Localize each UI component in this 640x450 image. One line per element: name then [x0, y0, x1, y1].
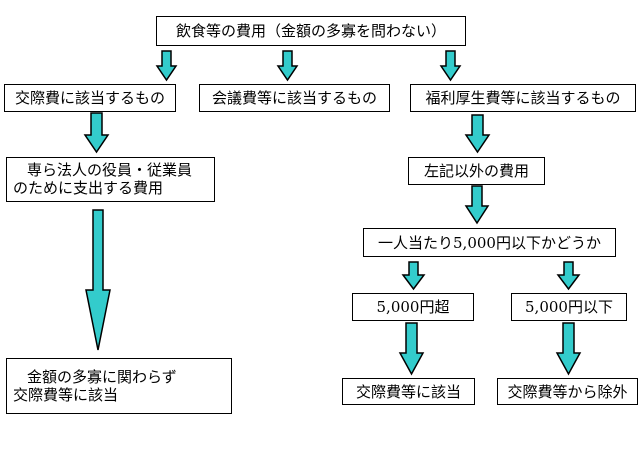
other-expenses-label: 左記以外の費用: [423, 162, 529, 180]
regardless-amount-box: 金額の多寡に関わらず 交際費等に該当: [6, 358, 232, 414]
regardless-amount-line2: 交際費等に該当: [13, 386, 119, 404]
arrow-down-icon: [401, 261, 426, 291]
entertainment-label: 交際費に該当するもの: [14, 89, 165, 107]
per-person-question-box: 一人当たり5,000円以下かどうか: [363, 228, 616, 257]
excluded-label: 交際費等から除外: [507, 382, 628, 401]
under-5000-box: 5,000円以下: [511, 293, 627, 321]
arrow-down-icon: [439, 50, 462, 82]
arrow-down-icon: [464, 114, 491, 154]
arrow-down-icon: [556, 261, 581, 291]
is-entertainment-box: 交際費等に該当: [342, 378, 475, 405]
under-5000-label: 5,000円以下: [525, 298, 613, 316]
top-label: 飲食等の費用（金額の多寡を問わない）: [175, 22, 446, 40]
meeting-label: 会議費等に該当するもの: [211, 89, 377, 107]
officers-expense-line2: のために支出する費用: [13, 179, 164, 197]
is-entertainment-label: 交際費等に該当: [355, 382, 461, 401]
officers-expense-line1: 専ら法人の役員・従業員: [27, 161, 193, 179]
arrow-down-icon: [464, 185, 490, 225]
officers-expense-box: 専ら法人の役員・従業員 のために支出する費用: [6, 157, 215, 202]
over-5000-box: 5,000円超: [352, 293, 474, 321]
arrow-down-icon: [155, 50, 178, 82]
other-expenses-box: 左記以外の費用: [408, 157, 545, 185]
excluded-box: 交際費等から除外: [497, 378, 638, 405]
top-box: 飲食等の費用（金額の多寡を問わない）: [156, 16, 466, 46]
arrow-down-icon: [276, 50, 299, 82]
over-5000-label: 5,000円超: [376, 298, 450, 316]
arrow-down-icon: [555, 322, 582, 376]
meeting-box: 会議費等に該当するもの: [199, 84, 390, 112]
welfare-box: 福利厚生費等に該当するもの: [410, 84, 636, 112]
long-arrow-down-icon: [85, 209, 111, 351]
arrow-down-icon: [83, 112, 110, 154]
welfare-label: 福利厚生費等に該当するもの: [425, 89, 621, 107]
regardless-amount-line1: 金額の多寡に関わらず: [27, 368, 177, 386]
entertainment-box: 交際費に該当するもの: [4, 84, 176, 112]
per-person-question-label: 一人当たり5,000円以下かどうか: [378, 233, 601, 252]
arrow-down-icon: [398, 322, 425, 376]
